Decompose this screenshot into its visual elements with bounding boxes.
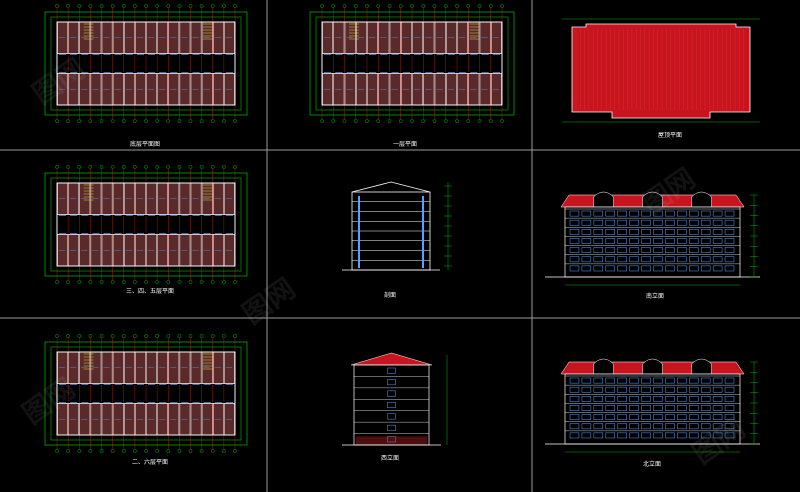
panel-label-7: 二、六层平面 [131, 459, 168, 466]
panel-label-9: 北立面 [642, 461, 661, 468]
panel-label-8: 西立面 [380, 455, 399, 462]
floor-plan-first [309, 4, 515, 123]
panel-label-6: 南立面 [645, 293, 664, 300]
floor-plan-ground [44, 4, 248, 123]
floor-plan-third-to-fifth [44, 165, 248, 284]
panel-label-1: 底层平面图 [129, 141, 160, 148]
panel-label-5: 剖面 [383, 292, 396, 299]
roof-plan [562, 18, 760, 123]
floor-plan-second-sixth [44, 334, 248, 453]
panel-label-4: 三、四、五层平面 [125, 288, 174, 295]
south-elevation [545, 191, 760, 286]
west-elevation [342, 352, 448, 446]
section-drawing [342, 181, 452, 271]
panel-label-3: 屋顶平面 [657, 132, 682, 139]
panel-label-2: 一层平面 [392, 141, 417, 148]
north-elevation [545, 358, 760, 453]
